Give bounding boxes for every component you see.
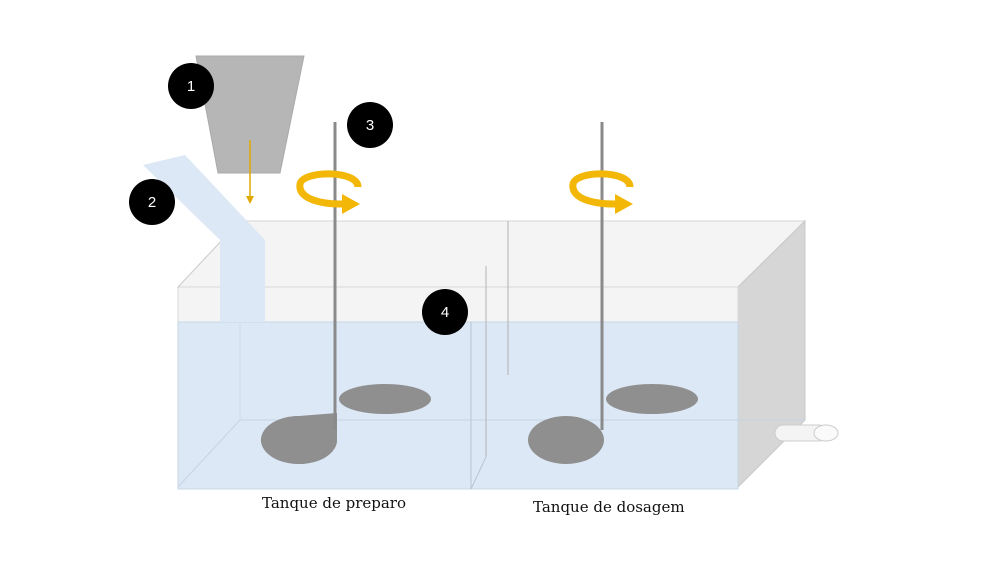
prep-tank-label: Tanque de preparo: [262, 494, 406, 512]
down-arrow-icon: [246, 196, 254, 204]
impeller-blade-front-left-body: [261, 416, 337, 464]
impeller-blade-back-left: [339, 384, 431, 414]
marker-water-inlet: 2: [129, 179, 175, 225]
marker-number: 2: [148, 194, 156, 211]
marker-divider: 4: [422, 289, 468, 335]
impeller-blade-front-right-body: [528, 416, 604, 464]
tank-floor-left-edge: [177, 419, 241, 488]
marker-hopper: 1: [168, 63, 214, 109]
impeller-blade-back-right: [606, 384, 698, 414]
marker-number: 1: [187, 78, 195, 95]
curved-rotation-arrow-icon: [569, 170, 634, 214]
chemical-hopper: [195, 55, 305, 174]
marker-agitator: 3: [347, 102, 393, 148]
divider-plate-bottom: [470, 456, 487, 490]
water-inlet-chute: [143, 155, 265, 322]
curved-rotation-arrow-icon: [296, 170, 362, 214]
marker-number: 4: [441, 304, 449, 321]
outlet-pipe-mouth: [813, 424, 839, 442]
marker-number: 3: [366, 117, 374, 134]
dosing-tank-label: Tanque de dosagem: [533, 498, 685, 516]
tank-back-panel: [176, 220, 807, 288]
